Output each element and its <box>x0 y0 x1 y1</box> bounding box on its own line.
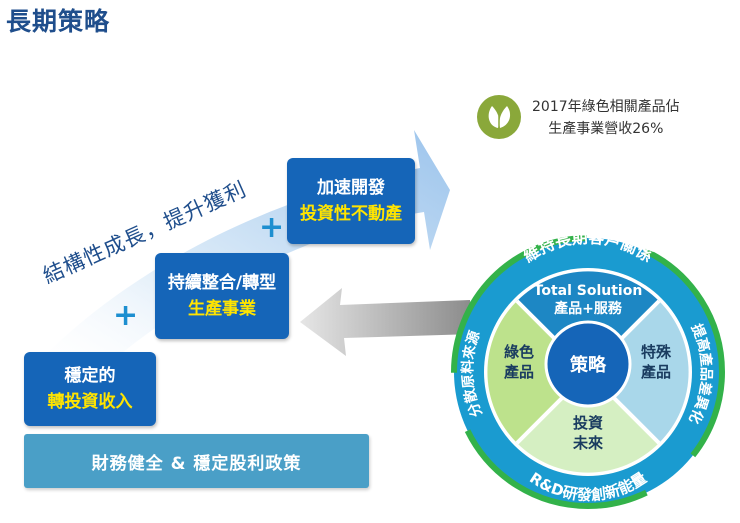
stage-1-box: 穩定的 轉投資收入 <box>24 352 156 426</box>
stage-3-box: 加速開發 投資性不動產 <box>287 158 415 244</box>
quadrant-right-line2: 產品 <box>640 363 671 381</box>
stage-3-line1: 加速開發 <box>317 178 385 198</box>
green-note-line2: 生產事業營收26% <box>548 121 664 137</box>
stage-2-line1: 持續整合/轉型 <box>167 273 277 293</box>
quadrant-top-line2: 產品+服務 <box>553 300 623 317</box>
stage-1-line1: 穩定的 <box>64 366 116 386</box>
quadrant-top-line1: Total Solution <box>534 283 643 299</box>
stage-2-box: 持續整合/轉型 生產事業 <box>155 253 289 339</box>
green-note-line1: 2017年綠色相關產品佔 <box>532 99 680 115</box>
quadrant-left-line1: 綠色 <box>504 343 534 361</box>
feedback-grey-arrow <box>300 288 474 356</box>
stage-3-line2: 投資性不動產 <box>300 204 402 224</box>
quadrant-right <box>588 301 689 443</box>
quadrant-bottom-line1: 投資 <box>573 414 603 432</box>
strategy-center <box>544 320 632 408</box>
foundation-bar: 財務健全 & 穩定股利政策 <box>24 434 369 488</box>
stage-2-line2: 生產事業 <box>188 299 256 319</box>
quadrant-left <box>487 301 588 443</box>
strategy-center-label: 策略 <box>570 354 607 376</box>
page-title: 長期策略 <box>6 7 111 36</box>
green-leaf-icon <box>477 95 521 139</box>
green-product-note: 2017年綠色相關產品佔 生產事業營收26% <box>532 96 680 140</box>
quadrant-bottom <box>517 372 659 473</box>
plus-icon: + <box>113 298 139 333</box>
plus-icon: + <box>259 210 285 245</box>
quadrant-left-line2: 產品 <box>503 363 534 381</box>
stage-1-line2: 轉投資收入 <box>47 392 133 412</box>
quadrant-right-line1: 特殊 <box>641 343 672 361</box>
quadrant-bottom-line2: 未來 <box>572 434 603 452</box>
